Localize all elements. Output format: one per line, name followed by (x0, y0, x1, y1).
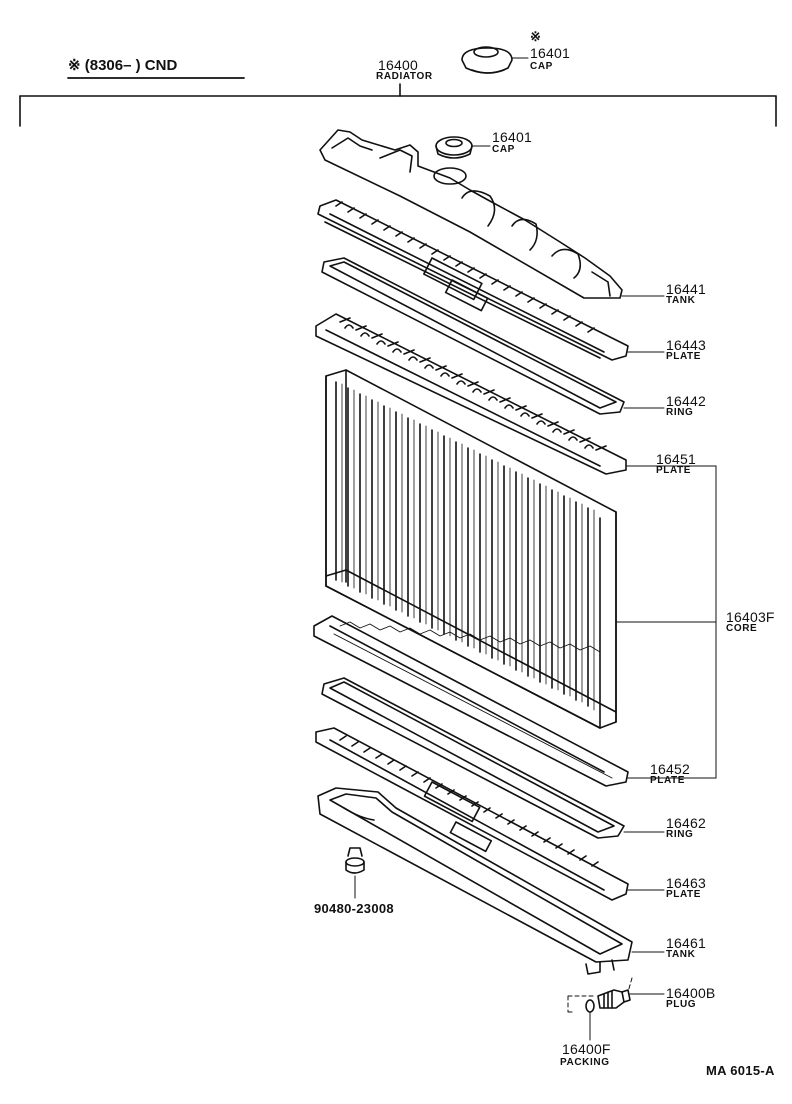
upper-plate-number: 16443 (666, 337, 706, 353)
cap-top-number: 16401 (530, 45, 570, 61)
drain-plug-number: 16400B (666, 985, 716, 1001)
packing-washer (585, 999, 595, 1013)
upper-tank-drawing (319, 129, 665, 299)
upper-tank-number: 16441 (666, 281, 706, 297)
upper-plate-name: PLATE (666, 351, 702, 362)
diagram-reference: MA 6015-A (706, 1063, 775, 1078)
core-upper-plate-number: 16451 (656, 451, 696, 467)
drain-plug-name: PLUG (666, 999, 697, 1010)
grommet-drawing (345, 847, 365, 899)
upper-plate-drawing (317, 199, 665, 361)
cap-top-drawing (461, 46, 529, 74)
core-bracket (699, 465, 717, 779)
core-lower-plate-name: PLATE (650, 775, 686, 786)
cap-number: 16401 (492, 129, 532, 145)
packing-number: 16400F (562, 1041, 611, 1057)
core-upper-plate-name: PLATE (656, 465, 692, 476)
assembly-number: 16400 (378, 57, 418, 73)
lower-plate-drawing (315, 727, 665, 901)
cap-drawing (435, 136, 491, 159)
assembly-name: RADIATOR (376, 71, 433, 82)
upper-tank-name: TANK (666, 295, 696, 306)
upper-ring-drawing (321, 257, 665, 415)
lower-plate-name: PLATE (666, 889, 702, 900)
lower-ring-name: RING (666, 829, 694, 840)
core-lower-plate-drawing (313, 615, 701, 787)
header-note: ※ (8306– ) CND (68, 57, 178, 74)
cap-top-name: CAP (530, 61, 553, 72)
core-name: CORE (726, 623, 758, 634)
radiator-core-drawing (325, 369, 717, 729)
cap-name: CAP (492, 144, 515, 155)
upper-ring-number: 16442 (666, 393, 706, 409)
lower-tank-number: 16461 (666, 935, 706, 951)
lower-tank-name: TANK (666, 949, 696, 960)
assembly-bracket (19, 83, 777, 127)
lower-tank-drawing (317, 787, 665, 975)
grommet-number: 90480-23008 (314, 901, 394, 916)
lower-ring-number: 16462 (666, 815, 706, 831)
lower-ring-drawing (321, 677, 665, 839)
drain-plug-drawing (567, 977, 665, 1041)
packing-name: PACKING (560, 1057, 610, 1068)
cap-top-mark: ※ (530, 29, 541, 44)
lower-plate-number: 16463 (666, 875, 706, 891)
core-number: 16403F (726, 609, 775, 625)
core-lower-plate-number: 16452 (650, 761, 690, 777)
upper-ring-name: RING (666, 407, 694, 418)
core-upper-plate-drawing (315, 313, 701, 475)
